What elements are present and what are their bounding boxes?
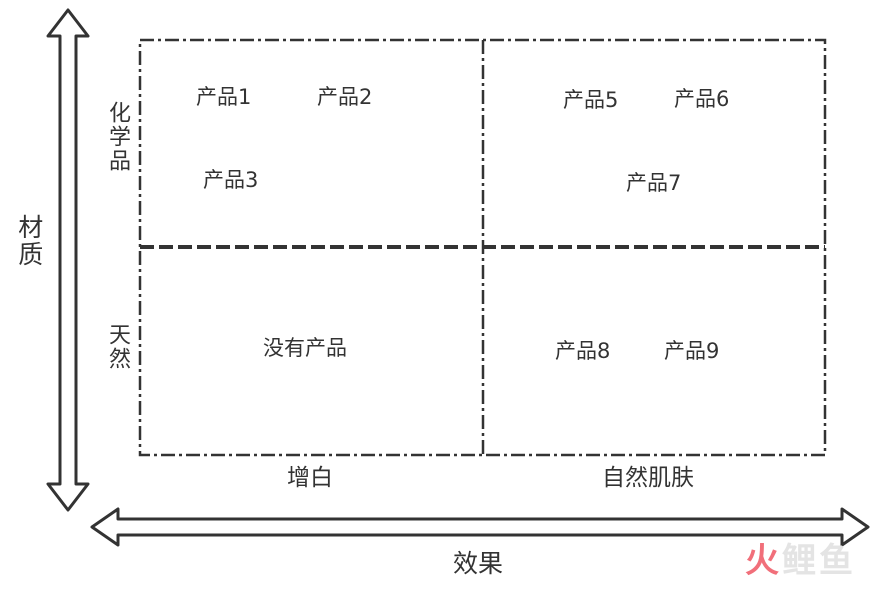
col-label-natural-skin: 自然肌肤 (602, 465, 694, 491)
quadrant-grid (138, 38, 827, 457)
product-label: 产品6 (674, 87, 730, 111)
product-label: 产品9 (664, 339, 720, 363)
row-label-natural: 天然 (105, 323, 130, 371)
watermark-char: 火 (745, 541, 782, 581)
watermark-logo: 火鲤鱼 (745, 533, 856, 582)
x-axis-title: 效果 (453, 549, 504, 578)
row-label-chemical: 化学品 (105, 101, 130, 173)
y-axis-arrow (46, 8, 90, 512)
product-label: 产品2 (317, 85, 373, 109)
product-label: 产品3 (203, 168, 259, 192)
no-product-label: 没有产品 (263, 336, 347, 360)
product-label: 产品5 (563, 88, 619, 112)
y-axis-title: 材质 (14, 214, 44, 268)
watermark-char: 鲤 (782, 541, 819, 581)
product-label: 产品8 (555, 339, 611, 363)
watermark-char: 鱼 (819, 541, 856, 581)
product-label: 产品1 (196, 85, 252, 109)
x-axis-arrow (90, 507, 870, 547)
col-label-whitening: 增白 (287, 465, 333, 491)
product-label: 产品7 (626, 171, 682, 195)
